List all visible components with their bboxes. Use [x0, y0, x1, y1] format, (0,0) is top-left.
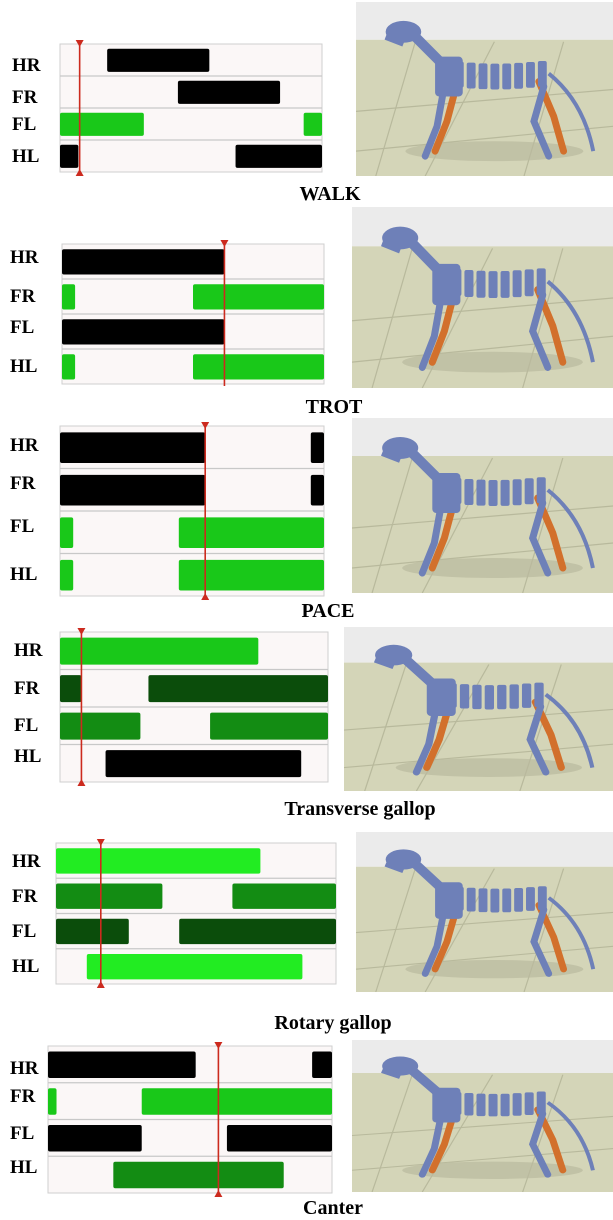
- leg-label-hr: HR: [12, 56, 41, 76]
- gait-title: Rotary gallop: [274, 1012, 391, 1035]
- gait-title: Canter: [303, 1197, 363, 1220]
- stance-bar-hl: [87, 954, 303, 979]
- leg-label-fr: FR: [14, 679, 39, 699]
- leg-label-fl: FL: [14, 716, 38, 736]
- stance-bar-fl: [60, 713, 140, 740]
- gait-diagram: [58, 628, 330, 786]
- leg-label-hl: HL: [14, 747, 41, 767]
- stance-bar-fl: [62, 319, 224, 344]
- stance-bar-fr: [148, 675, 328, 702]
- stance-bar-hr: [60, 638, 258, 665]
- gait-title: TROT: [306, 396, 363, 419]
- leg-label-hr: HR: [12, 852, 41, 872]
- stance-bar-fr: [193, 284, 324, 309]
- gait-diagram: [54, 839, 338, 988]
- gait-diagram: [60, 240, 326, 388]
- stance-bar-hr: [60, 432, 205, 463]
- leg-label-fr: FR: [10, 474, 35, 494]
- dog-skeleton-render: [352, 207, 613, 388]
- gait-diagram: [58, 422, 326, 600]
- stance-bar-fl: [210, 713, 328, 740]
- stance-bar-hr: [48, 1052, 196, 1078]
- dog-skeleton-render: [356, 2, 613, 176]
- leg-label-hl: HL: [10, 565, 37, 585]
- stance-bar-hr: [56, 848, 260, 873]
- gait-title: WALK: [299, 183, 360, 206]
- stance-bar-hr: [107, 49, 209, 72]
- stance-bar-fl: [48, 1125, 142, 1151]
- stance-bar-fr: [232, 884, 336, 909]
- leg-label-hl: HL: [10, 357, 37, 377]
- stance-bar-hr: [311, 432, 324, 463]
- leg-label-fl: FL: [12, 115, 36, 135]
- leg-label-fl: FL: [10, 1124, 34, 1144]
- leg-label-fl: FL: [10, 517, 34, 537]
- leg-label-fr: FR: [10, 287, 35, 307]
- stance-bar-fr: [60, 675, 81, 702]
- stance-bar-fl: [227, 1125, 332, 1151]
- stance-bar-fr: [60, 475, 205, 506]
- gait-diagram: [46, 1042, 334, 1197]
- stance-bar-hl: [113, 1162, 283, 1188]
- leg-label-hr: HR: [14, 641, 43, 661]
- leg-label-hr: HR: [10, 248, 39, 268]
- dog-skeleton-render: [352, 1040, 613, 1192]
- dog-skeleton-render: [352, 418, 613, 593]
- stance-bar-fr: [178, 81, 280, 104]
- dog-skeleton-render: [344, 627, 613, 791]
- leg-label-fl: FL: [10, 318, 34, 338]
- leg-label-hl: HL: [12, 147, 39, 167]
- stance-bar-hl: [60, 145, 78, 168]
- leg-label-hl: HL: [12, 957, 39, 977]
- stance-bar-fr: [142, 1088, 332, 1114]
- leg-label-hr: HR: [10, 436, 39, 456]
- stance-bar-fl: [60, 113, 144, 136]
- stance-bar-hl: [236, 145, 322, 168]
- gait-title: Transverse gallop: [284, 798, 435, 821]
- leg-label-fr: FR: [10, 1087, 35, 1107]
- dog-skeleton-render: [356, 832, 613, 992]
- stance-bar-fr: [48, 1088, 57, 1114]
- leg-label-fl: FL: [12, 922, 36, 942]
- gait-diagram: [58, 40, 324, 176]
- stance-bar-fl: [179, 919, 336, 944]
- stance-bar-hl: [193, 354, 324, 379]
- leg-label-fr: FR: [12, 887, 37, 907]
- stance-bar-fr: [62, 284, 75, 309]
- leg-label-hr: HR: [10, 1059, 39, 1079]
- stance-bar-hr: [62, 249, 224, 274]
- stance-bar-fl: [60, 517, 73, 548]
- leg-label-hl: HL: [10, 1158, 37, 1178]
- stance-bar-fl: [304, 113, 322, 136]
- stance-bar-fl: [56, 919, 129, 944]
- stance-bar-hl: [106, 750, 302, 777]
- stance-bar-fr: [56, 884, 162, 909]
- gait-title: PACE: [302, 600, 355, 623]
- stance-bar-fr: [311, 475, 324, 506]
- stance-bar-hl: [179, 560, 324, 591]
- stance-bar-hl: [62, 354, 75, 379]
- leg-label-fr: FR: [12, 88, 37, 108]
- stance-bar-hr: [312, 1052, 332, 1078]
- stance-bar-hl: [60, 560, 73, 591]
- stance-bar-fl: [179, 517, 324, 548]
